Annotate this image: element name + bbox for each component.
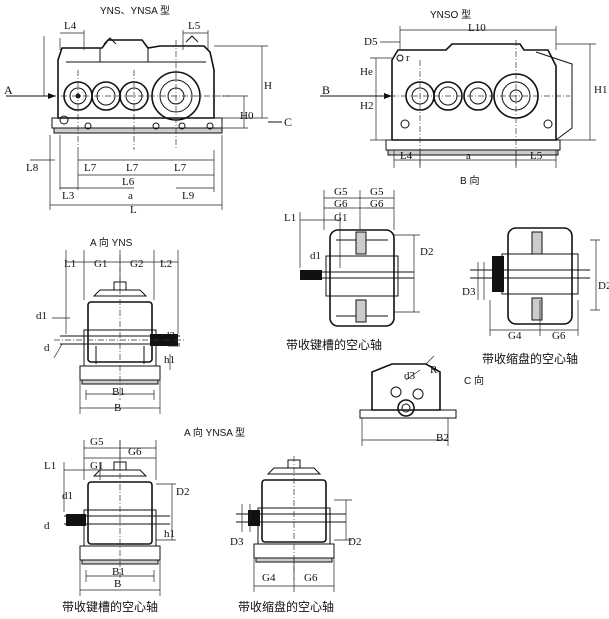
dim-d-a: d (44, 342, 50, 354)
dim-a: a (128, 190, 133, 202)
a-view-ynsa-shrink (236, 456, 352, 592)
dim-d5: D5 (364, 36, 378, 48)
dim-d1: d1 (310, 250, 321, 262)
dim-d2-d: D2 (348, 536, 362, 548)
dim-g1: G1 (334, 212, 348, 224)
dim-d2: D2 (420, 246, 434, 258)
dim-b1-c: B1 (112, 566, 125, 578)
b-view-keyed (299, 190, 420, 327)
dim-d2-c: D2 (176, 486, 190, 498)
dim-l7-3: L7 (174, 162, 187, 174)
dim-d3-d: D3 (230, 536, 244, 548)
title-c-view: C 向 (464, 376, 484, 387)
caption-keyed-hollow-bottom: 带收键槽的空心轴 (62, 600, 159, 614)
dim-g2-a: G2 (130, 258, 144, 270)
dim-g5: G5 (334, 186, 348, 198)
dim-g6-e: G6 (304, 572, 318, 584)
a-view-yns (52, 250, 186, 414)
dim-g6: G6 (334, 198, 348, 210)
dim-d3-c: d3 (404, 370, 415, 382)
dim-d1-c: d1 (62, 490, 73, 502)
dim-l5: L5 (188, 20, 201, 32)
c-view (359, 355, 457, 446)
dim-d-c: d (44, 520, 50, 532)
dim-g5-c: G5 (90, 436, 104, 448)
dim-h2: H2 (360, 100, 374, 112)
dim-l2-a: L2 (160, 258, 173, 270)
dim-l4: L4 (64, 20, 77, 32)
dim-g6-d: G6 (128, 446, 142, 458)
arrow-a-label: A (4, 83, 13, 97)
dim-he: He (360, 66, 373, 78)
caption-shrink-hollow-top: 带收缩盘的空心轴 (482, 352, 579, 366)
dim-l8: L8 (26, 162, 39, 174)
dim-g1-a: G1 (94, 258, 108, 270)
dim-l9: L9 (182, 190, 195, 202)
dim-l6: L6 (122, 176, 135, 188)
arrow-b-label: B (322, 83, 331, 97)
dim-l1-a: L1 (64, 258, 77, 270)
dim-b-a: B (114, 402, 122, 414)
dim-l1-c: L1 (44, 460, 57, 472)
b-view-shrink (470, 227, 600, 336)
dim-l10: L10 (468, 22, 486, 34)
dim-g5-b: G5 (370, 186, 384, 198)
ynso-front-view (320, 26, 596, 168)
title-b-view: B 向 (460, 176, 480, 187)
dim-g6-b: G6 (370, 198, 384, 210)
dim-g4: G4 (508, 330, 522, 342)
dim-l7-1: L7 (84, 162, 97, 174)
dim-l1: L1 (284, 212, 297, 224)
title-a-view-ynsa: A 向 YNSA 型 (184, 428, 246, 439)
dim-h1-c: h1 (164, 528, 175, 540)
dim-r: r (406, 52, 410, 64)
dim-g4-b: G4 (262, 572, 276, 584)
dim-h1-a: h1 (164, 354, 175, 366)
dim-l5-ynso: L5 (530, 150, 543, 162)
dim-d1-a: d1 (36, 310, 47, 322)
arrow-c-label: C (284, 115, 293, 129)
yns-front-view (6, 30, 282, 210)
dim-b1-a: B1 (112, 386, 125, 398)
dim-a-ynso: a (466, 150, 471, 162)
dim-g1-c: G1 (90, 460, 104, 472)
dim-b-c: B (114, 578, 122, 590)
dim-l3: L3 (62, 190, 75, 202)
dim-d3: D3 (462, 286, 476, 298)
caption-keyed-hollow-top: 带收键槽的空心轴 (286, 338, 383, 352)
dim-l: L (130, 204, 137, 216)
dim-b2-c: B2 (436, 432, 449, 444)
dim-h1: H1 (594, 84, 608, 96)
caption-shrink-hollow-bottom: 带收缩盘的空心轴 (238, 600, 335, 614)
a-view-ynsa-keyed (63, 440, 176, 596)
title-a-view-yns: A 向 YNS (90, 238, 133, 249)
title-yns-ynsa: YNS、YNSA 型 (100, 6, 171, 17)
dim-l7-2: L7 (126, 162, 139, 174)
dim-h: H (264, 80, 272, 92)
dim-h0: H0 (240, 110, 254, 122)
title-ynso: YNSO 型 (430, 10, 472, 21)
dim-d2-a: d2 (164, 330, 175, 342)
dim-d2-shrink: D2 (598, 280, 609, 292)
dim-g6-shrink: G6 (552, 330, 566, 342)
dim-l4-ynso: L4 (400, 150, 413, 162)
dim-r-c: R (430, 364, 438, 376)
